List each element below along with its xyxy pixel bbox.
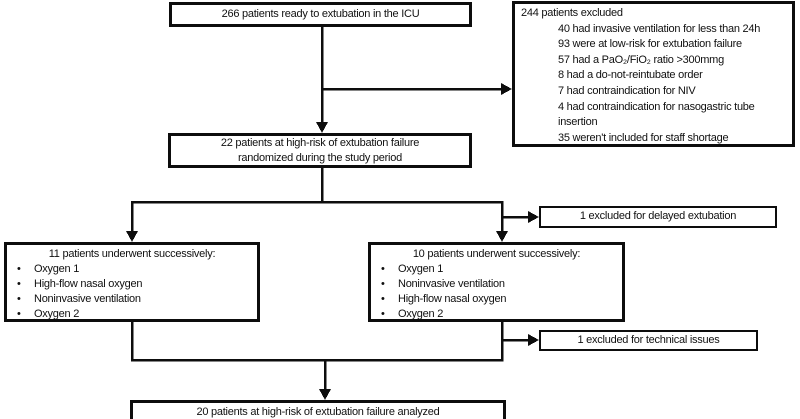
arrowhead-down-randomized — [316, 122, 328, 133]
box-arm-niv-first: 10 patients underwent successively: Oxyg… — [368, 242, 625, 322]
left-arm-title: 11 patients underwent successively: — [48, 248, 216, 260]
left-arm-step: Oxygen 2 — [7, 307, 257, 322]
ready-for-extubation-text: 266 patients ready to extubation in the … — [221, 7, 420, 20]
left-arm-step: Noninvasive ventilation — [7, 292, 257, 307]
analyzed-text: 20 patients at high-risk of extubation f… — [196, 406, 440, 418]
left-arm-step-text: Oxygen 1 — [34, 263, 80, 275]
box-patients-excluded: 244 patients excluded 40 had invasive ve… — [512, 1, 795, 147]
right-arm-step: Noninvasive ventilation — [371, 277, 622, 292]
excluded-reason: 8 had a do-not-reintubate order — [558, 69, 703, 82]
box-excluded-technical-issues: 1 excluded for technical issues — [539, 330, 758, 351]
excluded-reason: 7 had contraindication for NIV — [558, 84, 696, 97]
excluded-delayed-text: 1 excluded for delayed extubation — [579, 210, 737, 223]
excluded-technical-text: 1 excluded for technical issues — [577, 333, 720, 346]
left-arm-step-text: High-flow nasal oxygen — [34, 278, 143, 290]
arrowhead-right-technical — [528, 334, 539, 346]
box-excluded-delayed-extubation: 1 excluded for delayed extubation — [539, 206, 777, 228]
randomized-text-line: 22 patients at high-risk of extubation f… — [220, 136, 420, 149]
excluded-reason: 40 had invasive ventilation for less tha… — [558, 22, 761, 35]
right-arm-step-text: Oxygen 1 — [398, 263, 444, 275]
box-randomized: 22 patients at high-risk of extubation f… — [168, 133, 472, 168]
right-arm-step: Oxygen 2 — [371, 307, 622, 322]
right-arm-step: High-flow nasal oxygen — [371, 292, 622, 307]
arrowhead-right-excluded — [501, 83, 512, 95]
arrowhead-down-analyzed — [319, 389, 331, 400]
right-arm-step-text: Noninvasive ventilation — [398, 278, 505, 290]
arrowhead-down-right-arm — [496, 231, 508, 242]
left-arm-step-text: Oxygen 2 — [34, 308, 80, 320]
right-arm-step: Oxygen 1 — [371, 262, 622, 277]
left-arm-step: High-flow nasal oxygen — [7, 277, 257, 292]
box-analyzed: 20 patients at high-risk of extubation f… — [130, 400, 506, 419]
box-arm-oxygen-first: 11 patients underwent successively: Oxyg… — [4, 242, 260, 322]
right-arm-step-list: Oxygen 1 Noninvasive ventilationHigh-flow… — [371, 262, 622, 322]
left-arm-step: Oxygen 1 — [7, 262, 257, 277]
connector-split-arms — [130, 200, 504, 231]
excluded-reason: 4 had contraindication for nasogastric t… — [558, 100, 755, 129]
arrowhead-down-left-arm — [126, 231, 138, 242]
right-arm-step-text: Oxygen 2 — [398, 308, 444, 320]
arrowhead-right-delayed — [528, 211, 539, 223]
randomized-text-line: randomized during the study period — [238, 151, 402, 164]
excluded-reason: 93 were at low-risk for extubation failu… — [558, 38, 742, 51]
right-arm-step-text: High-flow nasal oxygen — [398, 293, 507, 305]
excluded-reason: 35 weren't included for staff shortage — [558, 131, 729, 144]
right-arm-title: 10 patients underwent successively: — [412, 248, 581, 260]
excluded-reason-list: 40 had invasive ventilation for less tha… — [521, 22, 789, 147]
left-arm-step-text: Noninvasive ventilation — [34, 293, 141, 305]
left-arm-step-list: Oxygen 1 High-flow nasal oxygenNoninvasiv… — [7, 262, 257, 322]
excluded-title: 244 patients excluded — [521, 7, 623, 19]
connector-merge-arms — [130, 322, 504, 362]
excluded-reason: 57 had a PaO₂/FiO₂ ratio >300mmg — [558, 53, 724, 66]
box-ready-for-extubation: 266 patients ready to extubation in the … — [169, 2, 472, 27]
